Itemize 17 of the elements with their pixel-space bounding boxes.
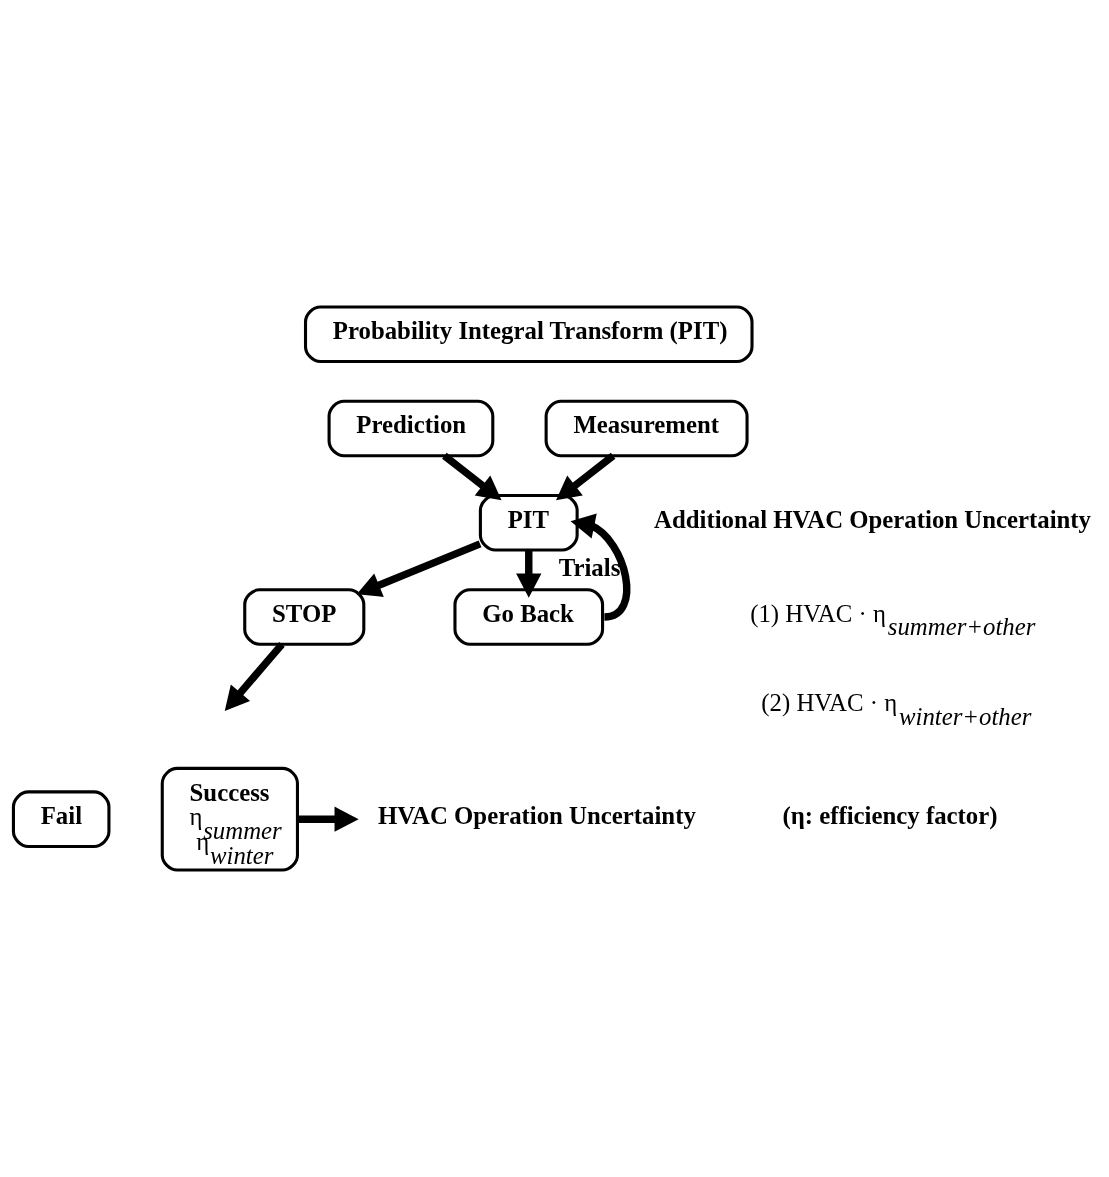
arrow bbox=[442, 452, 502, 501]
arrow bbox=[356, 540, 482, 597]
node-box: Prediction bbox=[327, 399, 495, 458]
node-box: STOP bbox=[243, 588, 366, 646]
label: (η: efficiency factor) bbox=[782, 802, 998, 830]
node-text: HVAC Operation Uncertainty bbox=[378, 802, 696, 830]
node-box: PIT bbox=[478, 493, 579, 552]
arrow bbox=[224, 641, 285, 712]
node-box: Go Back bbox=[453, 588, 605, 646]
node-box: Probability Integral Transform (PIT) bbox=[303, 305, 754, 364]
arrow bbox=[297, 806, 359, 832]
node-box: Measurement bbox=[544, 399, 749, 458]
arrow bbox=[556, 452, 616, 501]
edge-label: Trials bbox=[558, 554, 621, 582]
node-box: Fail bbox=[11, 790, 111, 848]
label: Additional HVAC Operation Uncertainty bbox=[654, 505, 1091, 533]
arrow bbox=[516, 550, 542, 598]
